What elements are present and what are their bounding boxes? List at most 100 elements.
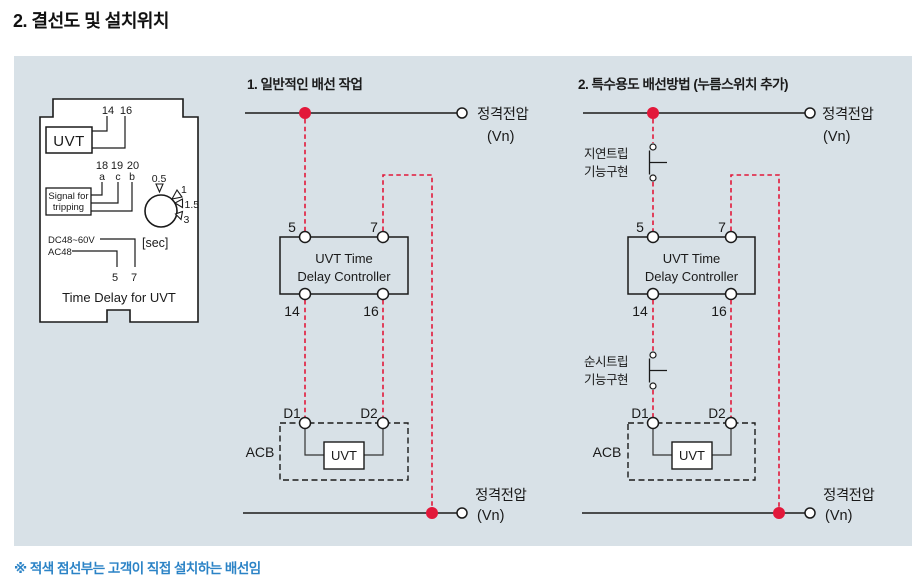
device-wire-b bbox=[91, 182, 133, 212]
page-title: 2. 결선도 및 설치위치 bbox=[13, 11, 170, 31]
d1-bottom-junction-dot bbox=[426, 507, 438, 519]
switch2-contact-bottom bbox=[649, 382, 657, 390]
d1-terminal-D1-label: D1 bbox=[283, 406, 300, 421]
device-terminal-19: 19 bbox=[111, 160, 123, 172]
device-wire-14 bbox=[92, 116, 108, 132]
push-switch-inst-icon bbox=[648, 351, 667, 390]
wiring-diagram-svg: 14 16 UVT 18 19 20 a c b Signa bbox=[39, 76, 875, 524]
push-switch-delay-icon bbox=[648, 143, 667, 182]
d1-acb-wire-d1 bbox=[304, 428, 324, 456]
d1-acb-label: ACB bbox=[246, 444, 275, 460]
d2-acb-box bbox=[627, 422, 756, 481]
diagram2: 2. 특수용도 배선방법 (누름스위치 추가) 정격전압 (Vn) 지연트립 기… bbox=[578, 76, 875, 524]
dial-value-0.5: 0.5 bbox=[152, 173, 167, 185]
device-wire-c bbox=[91, 182, 119, 204]
device-uvt-box bbox=[45, 126, 93, 154]
d2-top-vn-terminal-circle bbox=[804, 107, 816, 119]
dial-value-1: 1 bbox=[181, 184, 187, 196]
dial-knob bbox=[144, 194, 178, 228]
d1-controller-line1: UVT Time bbox=[315, 251, 373, 266]
device-terminal-16: 16 bbox=[120, 105, 132, 117]
d2-acb-wire-d2 bbox=[712, 428, 732, 456]
device-caption: Time Delay for UVT bbox=[62, 290, 176, 305]
d2-terminal-D1-circle bbox=[646, 416, 660, 430]
d2-bottom-vn-label: 정격전압 bbox=[823, 487, 875, 504]
device-terminal-a: a bbox=[99, 171, 105, 183]
d1-terminal-D2-circle bbox=[376, 416, 390, 430]
d1-terminal-14-circle bbox=[298, 287, 312, 301]
switch1-bar bbox=[648, 150, 667, 175]
d2-controller-line2: Delay Controller bbox=[645, 269, 739, 284]
d2-switch2-label-line1: 순시트립 bbox=[584, 355, 628, 369]
d2-switch1-label-line1: 지연트립 bbox=[584, 147, 628, 161]
d1-bottom-vn-label: 정격전압 bbox=[475, 487, 527, 504]
d1-acb-uvt-label: UVT bbox=[331, 448, 357, 463]
switch2-contact-top bbox=[649, 351, 657, 359]
d1-acb-wire-d2 bbox=[364, 428, 384, 456]
red-wire-footnote: ※ 적색 점선부는 고객이 직접 설치하는 배선임 bbox=[14, 561, 261, 576]
device-terminal-18: 18 bbox=[96, 160, 108, 172]
device-terminal-c: c bbox=[115, 171, 120, 183]
device-terminal-14: 14 bbox=[102, 105, 114, 117]
device-wire-a bbox=[91, 182, 103, 196]
device-terminal-7: 7 bbox=[131, 272, 137, 284]
device-wire-16 bbox=[92, 116, 126, 149]
d1-terminal-5-circle bbox=[298, 230, 312, 244]
device-signal-line1: Signal for bbox=[48, 191, 88, 202]
d2-terminal-D2-label: D2 bbox=[708, 406, 725, 421]
d1-acb-box bbox=[279, 422, 409, 481]
d2-acb-wire-d1 bbox=[652, 428, 672, 456]
switch1-contact-bottom bbox=[649, 174, 657, 182]
device-power-dc: DC48~60V bbox=[48, 235, 95, 246]
d1-bottom-vn-terminal-circle bbox=[456, 507, 468, 519]
d1-terminal-D1-circle bbox=[298, 416, 312, 430]
d2-terminal-14-label: 14 bbox=[632, 303, 648, 319]
d1-red-wire-7 bbox=[382, 174, 433, 507]
d2-terminal-14-circle bbox=[646, 287, 660, 301]
device-wire-ac bbox=[72, 250, 118, 267]
d2-controller-line1: UVT Time bbox=[663, 251, 721, 266]
d2-controller-box bbox=[627, 236, 756, 295]
dial-value-3: 3 bbox=[184, 214, 190, 226]
switch2-bar bbox=[648, 358, 667, 383]
diagram1: 1. 일반적인 배선 작업 정격전압 (Vn) 5 bbox=[243, 76, 529, 524]
d2-terminal-7-label: 7 bbox=[718, 219, 726, 235]
d1-controller-line2: Delay Controller bbox=[297, 269, 391, 284]
dial-pointer-1 bbox=[170, 188, 183, 200]
d1-bottom-vn-unit: (Vn) bbox=[477, 508, 504, 524]
dial-pointer-3 bbox=[174, 210, 184, 221]
d2-terminal-D1-label: D1 bbox=[631, 406, 648, 421]
d2-switch2-label-line2: 기능구현 bbox=[584, 373, 628, 387]
d2-terminal-5-circle bbox=[646, 230, 660, 244]
d1-terminal-14-label: 14 bbox=[284, 303, 300, 319]
d2-bottom-junction-dot bbox=[773, 507, 785, 519]
device-signal-line2: tripping bbox=[53, 202, 84, 213]
d2-terminal-D2-circle bbox=[724, 416, 738, 430]
device-terminal-b: b bbox=[129, 171, 135, 183]
dial-pointer-0.5 bbox=[155, 183, 164, 194]
d2-terminal-7-circle bbox=[724, 230, 738, 244]
d1-acb-uvt-box bbox=[323, 441, 365, 470]
d2-acb-uvt-box bbox=[671, 441, 713, 470]
d2-acb-uvt-label: UVT bbox=[679, 448, 705, 463]
uvt-device-drawing: 14 16 UVT 18 19 20 a c b Signa bbox=[39, 98, 200, 323]
d1-terminal-D2-label: D2 bbox=[360, 406, 377, 421]
d1-top-vn-label: 정격전압 bbox=[477, 106, 529, 123]
switch1-contact-top bbox=[649, 143, 657, 151]
diagram1-title: 1. 일반적인 배선 작업 bbox=[247, 76, 362, 92]
device-wire-dc bbox=[100, 238, 136, 267]
d1-terminal-7-label: 7 bbox=[370, 219, 378, 235]
d1-controller-box bbox=[279, 236, 409, 295]
diagram-panel: 14 16 UVT 18 19 20 a c b Signa bbox=[14, 56, 912, 546]
d1-top-vn-unit: (Vn) bbox=[487, 129, 514, 145]
dial-value-1.5: 1.5 bbox=[185, 199, 200, 211]
d2-terminal-16-circle bbox=[724, 287, 738, 301]
device-signal-box bbox=[45, 187, 92, 216]
device-power-ac: AC48 bbox=[48, 247, 72, 258]
device-terminal-5: 5 bbox=[112, 272, 118, 284]
d1-terminal-5-label: 5 bbox=[288, 219, 296, 235]
d1-top-vn-terminal-circle bbox=[456, 107, 468, 119]
diagram2-title: 2. 특수용도 배선방법 (누름스위치 추가) bbox=[578, 76, 788, 92]
d2-top-vn-label: 정격전압 bbox=[822, 106, 874, 123]
